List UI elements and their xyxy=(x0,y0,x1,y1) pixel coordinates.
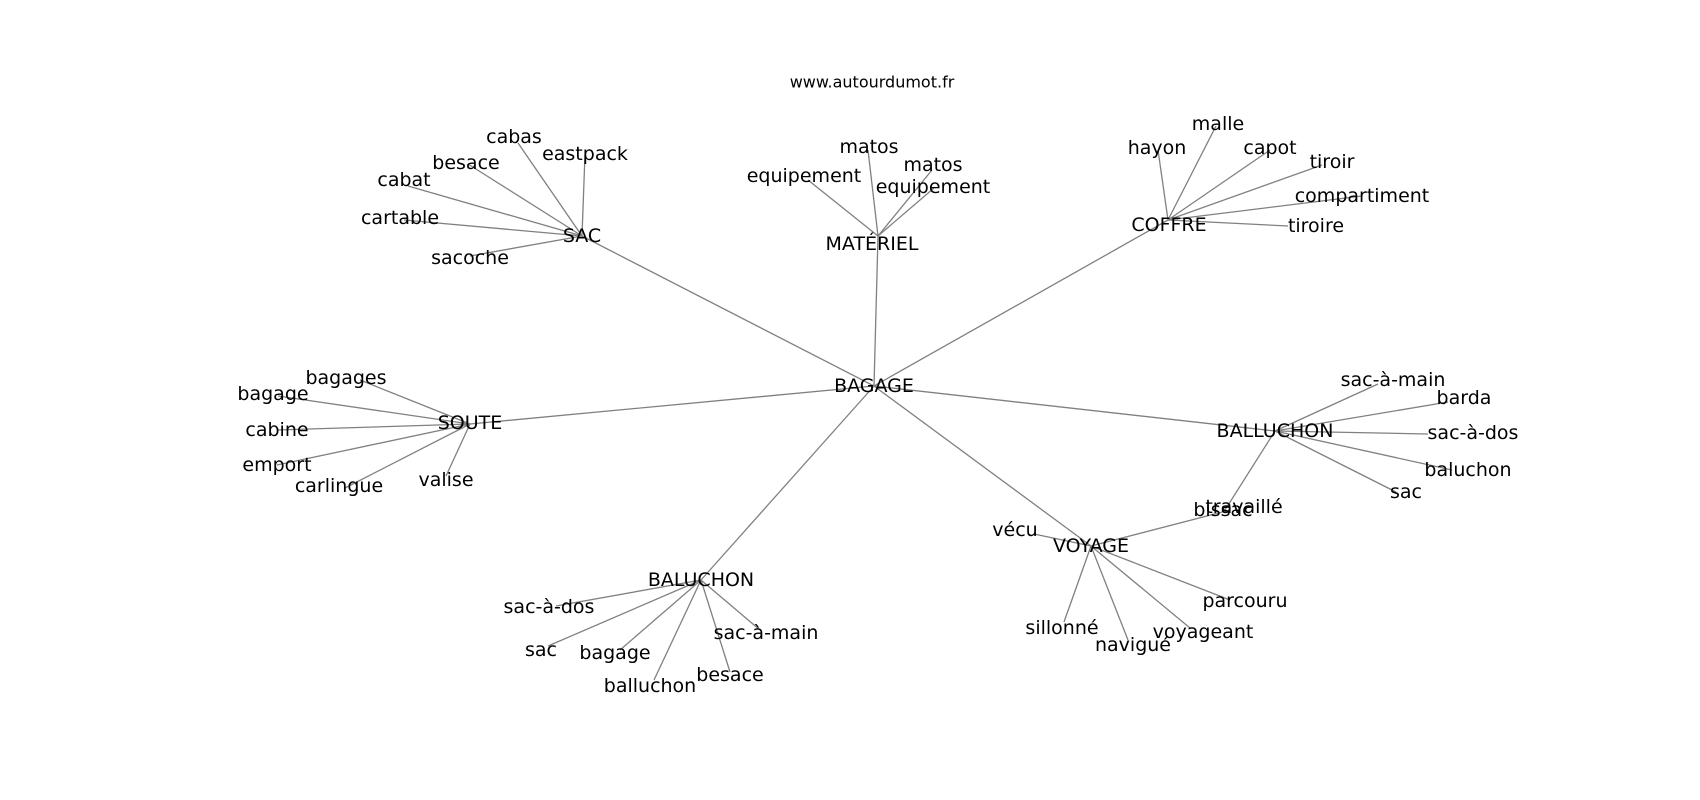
word-node: sac xyxy=(1390,481,1422,503)
word-node: sac-à-dos xyxy=(1428,422,1519,444)
word-node: travaillé xyxy=(1205,496,1282,518)
hub-word-edge xyxy=(1274,383,1379,432)
word-node: hayon xyxy=(1128,137,1187,159)
hub-node: MATÉRIEL xyxy=(826,232,919,255)
hub-word-edge xyxy=(1274,430,1397,493)
hub-word-edge xyxy=(407,185,583,237)
hub-word-edge xyxy=(700,579,761,631)
word-node: matos xyxy=(839,136,898,158)
word-node: eastpack xyxy=(542,143,628,165)
hub-node: SAC xyxy=(563,225,601,247)
hub-word-edge xyxy=(1224,430,1276,511)
word-node: balluchon xyxy=(604,675,696,697)
hub-word-edge xyxy=(403,219,583,237)
hub-word-edge xyxy=(359,379,471,425)
word-node: equipement xyxy=(747,165,862,187)
word-node: emport xyxy=(242,454,311,476)
word-node: sillonné xyxy=(1025,617,1098,639)
center-hub-edge xyxy=(700,385,875,581)
center-hub-edge xyxy=(469,385,875,425)
word-node: cartable xyxy=(361,207,439,229)
word-node: equipement xyxy=(876,176,991,198)
word-node: sacoche xyxy=(431,247,509,269)
hub-node: BALLUCHON xyxy=(1217,420,1334,442)
hub-word-edge xyxy=(469,235,583,257)
word-node: besace xyxy=(432,152,499,174)
word-node: voyageant xyxy=(1153,621,1254,643)
hub-word-edge xyxy=(1090,545,1129,641)
hub-word-edge xyxy=(1167,149,1271,221)
word-node: navigué xyxy=(1095,634,1171,656)
hub-word-edge xyxy=(619,579,702,651)
hub-node: COFFRE xyxy=(1131,214,1206,236)
hub-word-edge xyxy=(517,142,583,237)
hub-word-edge xyxy=(1090,509,1231,547)
word-node: bagage xyxy=(579,642,650,664)
hub-word-edge xyxy=(877,169,933,237)
word-node: compartiment xyxy=(1295,185,1430,207)
hub-word-edge xyxy=(867,149,879,237)
hub-word-edge xyxy=(1274,430,1429,435)
hub-word-edge xyxy=(1274,401,1449,432)
word-node: barda xyxy=(1437,387,1492,409)
hub-word-edge xyxy=(467,163,583,237)
hub-word-edge xyxy=(1167,219,1289,227)
center-node: BAGAGE xyxy=(834,375,914,397)
hub-word-edge xyxy=(581,153,586,237)
hub-word-edge xyxy=(276,423,471,431)
word-node: bissac xyxy=(1193,499,1252,521)
hub-word-edge xyxy=(277,395,471,425)
word-node: besace xyxy=(696,664,763,686)
hub-node: SOUTE xyxy=(438,412,503,434)
word-node: parcouru xyxy=(1202,590,1287,612)
word-node: tiroire xyxy=(1288,215,1344,237)
hub-node: VOYAGE xyxy=(1053,535,1129,557)
word-node: bagage xyxy=(237,383,308,405)
hub-word-edge xyxy=(653,579,702,681)
source-label: www.autourdumot.fr xyxy=(790,73,955,92)
word-node: valise xyxy=(418,469,473,491)
hub-word-edge xyxy=(807,179,879,237)
hub-word-edge xyxy=(555,579,702,607)
center-hub-edge xyxy=(873,385,1092,547)
hub-word-edge xyxy=(547,579,702,647)
graph-edges xyxy=(276,125,1453,681)
word-node: sac xyxy=(525,639,557,661)
hub-word-edge xyxy=(1063,545,1092,623)
hub-word-edge xyxy=(1167,125,1217,221)
word-node: sac-à-main xyxy=(1341,369,1446,391)
hub-word-edge xyxy=(1090,545,1231,601)
word-node: matos xyxy=(903,154,962,176)
hub-word-edge xyxy=(1033,533,1092,547)
word-node: capot xyxy=(1243,137,1296,159)
hub-word-edge xyxy=(445,423,471,477)
word-node: bagages xyxy=(305,367,386,389)
hub-word-edge xyxy=(877,187,935,237)
center-hub-edge xyxy=(581,235,875,387)
graph-labels: www.autourdumot.fr BAGAGE SAC cabaseastpac… xyxy=(237,73,1518,698)
hub-word-edge xyxy=(276,423,471,466)
center-hub-edge xyxy=(873,385,1276,432)
word-node: carlingue xyxy=(295,475,383,497)
word-node: tiroir xyxy=(1310,151,1355,173)
hub-word-edge xyxy=(700,579,731,673)
word-node: malle xyxy=(1192,113,1244,135)
word-node: cabat xyxy=(377,169,430,191)
word-node: cabine xyxy=(245,419,308,441)
word-node: cabas xyxy=(486,126,542,148)
hub-word-edge xyxy=(344,423,471,489)
word-node: sac-à-main xyxy=(714,622,819,644)
hub-word-edge xyxy=(1090,545,1191,629)
hub-node: BALUCHON xyxy=(648,569,754,591)
word-node: baluchon xyxy=(1424,459,1511,481)
hub-word-edge xyxy=(1167,164,1323,221)
hub-word-edge xyxy=(1167,195,1363,221)
hub-word-edge xyxy=(1274,430,1453,471)
center-hub-edge xyxy=(873,219,1169,387)
word-node: vécu xyxy=(992,519,1037,541)
word-node: sac-à-dos xyxy=(504,596,595,618)
center-hub-edge xyxy=(873,235,879,387)
hub-word-edge xyxy=(1157,149,1169,221)
